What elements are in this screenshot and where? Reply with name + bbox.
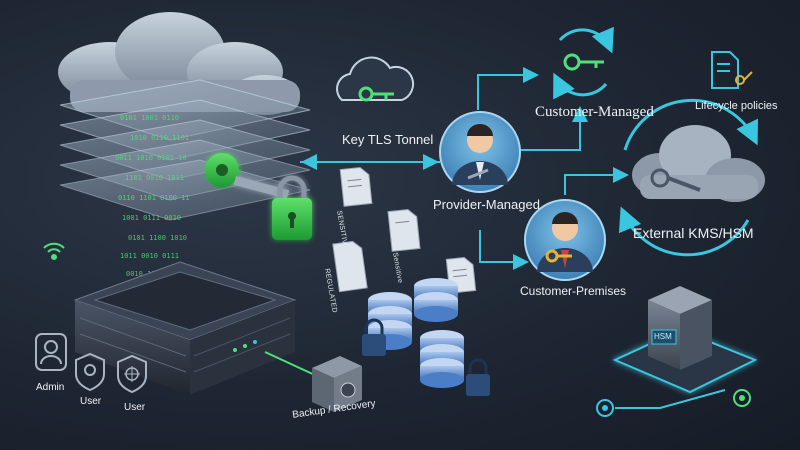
encryption-layers	[59, 79, 311, 221]
svg-text:0110 1101 0100 11: 0110 1101 0100 11	[118, 194, 190, 202]
external-kms-hsm-label: External KMS/HSM	[633, 225, 754, 241]
document-icon	[332, 240, 368, 293]
customer-managed-label: Customer-Managed	[535, 104, 654, 120]
policy-document-icon	[711, 51, 753, 89]
rotating-key-icon	[553, 26, 614, 100]
document-icon	[339, 166, 373, 207]
svg-text:0101 1100 1010: 0101 1100 1010	[128, 234, 187, 242]
svg-text:1010 0110 1101: 1010 0110 1101	[130, 134, 189, 142]
kms-cloud-icon	[618, 98, 765, 257]
provider-managed-label: Provider-Managed	[433, 197, 540, 212]
admin-label: Admin	[36, 382, 65, 393]
hsm-label: HSM	[654, 332, 672, 341]
tls-cloud-icon	[336, 56, 415, 102]
premises-person-icon	[524, 199, 606, 281]
svg-text:1011 0010 0111: 1011 0010 0111	[120, 252, 179, 260]
storage-cluster-icon	[368, 278, 464, 388]
customer-premises-label: Customer-Premises	[520, 284, 627, 298]
vault-icon	[312, 356, 362, 412]
wifi-icon	[43, 242, 65, 260]
svg-text:1101 0010 1011: 1101 0010 1011	[125, 174, 184, 182]
svg-text:1001 0111 0010: 1001 0111 0010	[122, 214, 181, 222]
user-target-shield-icon	[117, 354, 147, 394]
hsm-icon	[648, 286, 712, 370]
user-shield-icon	[75, 352, 105, 392]
user-label: User	[124, 402, 146, 413]
provider-person-icon	[439, 111, 521, 193]
document-icon	[387, 208, 421, 252]
svg-text:0101 1001 0110: 0101 1001 0110	[120, 114, 179, 122]
storage-padlock-icon	[362, 318, 386, 356]
target-node-icon	[596, 389, 751, 417]
storage-padlock-icon	[466, 358, 490, 396]
green-key-icon	[205, 153, 290, 199]
connector-lines	[300, 67, 726, 409]
admin-avatar-icon	[35, 333, 67, 371]
tls-tunnel-label: Key TLS Tonnel	[342, 132, 434, 147]
lifecycle-policies-label: Lifecycle policies	[695, 100, 778, 112]
svg-text:0011 1010 0101 10: 0011 1010 0101 10	[115, 154, 187, 162]
user-label: User	[80, 396, 102, 407]
server-base-icon	[73, 261, 297, 395]
green-padlock-icon	[272, 175, 312, 240]
